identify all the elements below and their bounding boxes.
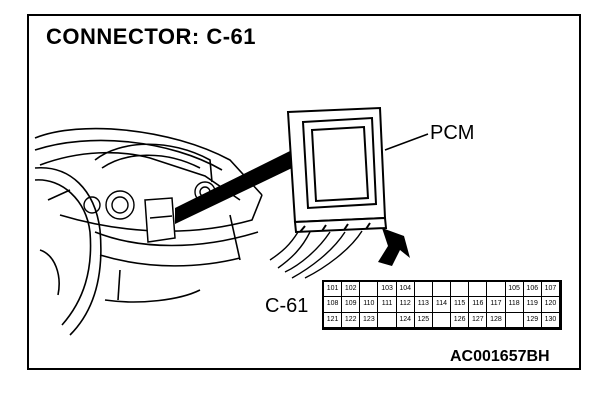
- connector-pin: 110: [360, 297, 379, 313]
- connector-pin-empty: [432, 312, 452, 328]
- connector-pin: 129: [523, 312, 542, 328]
- connector-pin: 117: [487, 297, 506, 313]
- connector-pin-empty: [360, 282, 379, 298]
- connector-pin-empty: [469, 282, 488, 298]
- connector-pin-empty: [505, 312, 524, 328]
- connector-pin: 116: [469, 297, 488, 313]
- pcm-location-marker: [144, 197, 176, 243]
- connector-pin-empty: [432, 282, 452, 298]
- connector-pin-empty: [378, 312, 397, 328]
- callout-pointer: [175, 150, 292, 224]
- connector-pin: 126: [451, 312, 470, 328]
- connector-pin-empty: [414, 282, 433, 298]
- connector-pin: 128: [487, 312, 506, 328]
- connector-pin: 103: [378, 282, 397, 298]
- connector-pin: 104: [396, 282, 415, 298]
- connector-pin: 101: [324, 282, 343, 298]
- connector-pin: 124: [396, 312, 415, 328]
- connector-pin-empty: [451, 282, 470, 298]
- connector-pin: 122: [342, 312, 361, 328]
- connector-pin: 109: [342, 297, 361, 313]
- connector-pin: 111: [378, 297, 397, 313]
- connector-pin: 114: [432, 297, 452, 313]
- connector-pin: 127: [469, 312, 488, 328]
- connector-pin: 108: [324, 297, 343, 313]
- connector-pin: 107: [541, 282, 560, 298]
- connector-pin: 105: [505, 282, 524, 298]
- connector-label: C-61: [265, 295, 309, 317]
- diagram-title: CONNECTOR: C-61: [46, 24, 257, 49]
- pcm-leader-line: [384, 133, 429, 151]
- connector-pin: 106: [523, 282, 542, 298]
- connector-pin: 121: [324, 312, 343, 328]
- connector-pin: 125: [414, 312, 433, 328]
- reference-code: AC001657BH: [450, 348, 550, 365]
- pcm-module: [286, 106, 388, 234]
- connector-pin: 112: [396, 297, 415, 313]
- connector-pin: 115: [451, 297, 470, 313]
- pcm-label: PCM: [430, 122, 475, 144]
- connector-pin: 102: [342, 282, 361, 298]
- connector-pin: 123: [360, 312, 379, 328]
- connector-arrow: [378, 228, 410, 266]
- connector-pin: 130: [541, 312, 560, 328]
- connector-pin: 120: [541, 297, 560, 313]
- connector-pin: 113: [414, 297, 433, 313]
- wiring-harness: [269, 230, 363, 279]
- connector-pin: 119: [523, 297, 542, 313]
- connector-pin: 118: [505, 297, 524, 313]
- steering-wheel: [34, 167, 102, 336]
- connector-pin-empty: [487, 282, 506, 298]
